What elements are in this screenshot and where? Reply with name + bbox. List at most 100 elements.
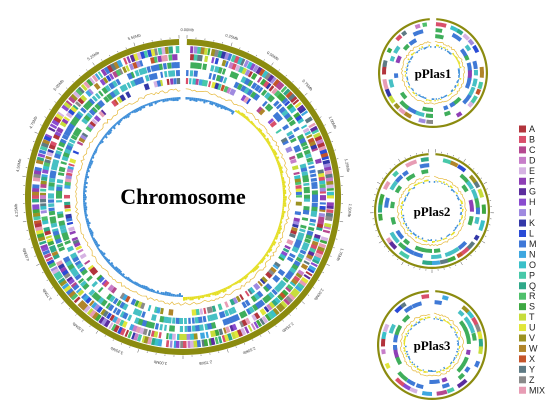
scale-tick — [455, 264, 457, 267]
gene-block — [253, 312, 261, 320]
gc-skew-bar — [406, 229, 410, 232]
gc-skew-bar — [102, 136, 106, 140]
gc-skew-bar — [423, 180, 426, 183]
gene-block — [72, 129, 81, 138]
gene-block — [252, 64, 259, 73]
gene-block — [247, 80, 254, 87]
gc-skew-bar — [422, 369, 425, 371]
gc-skew-bar — [86, 167, 90, 171]
gene-block — [204, 323, 209, 331]
gene-block — [221, 59, 227, 67]
gene-block — [265, 271, 273, 279]
gc-skew-bar — [439, 98, 442, 101]
gc-skew-bar — [83, 198, 87, 201]
gc-skew-bar — [456, 353, 459, 356]
gene-block — [412, 251, 424, 258]
gene-block — [166, 78, 170, 86]
gene-block — [311, 258, 320, 265]
gc-skew-bar — [443, 47, 446, 49]
gc-skew-bar — [92, 237, 96, 241]
gc-skew-bar — [450, 361, 453, 364]
gc-skew-bar — [127, 112, 131, 116]
gc-skew-bar — [461, 205, 463, 208]
gene-block — [394, 324, 403, 336]
gc-skew-bar — [241, 276, 245, 281]
gene-block — [83, 81, 91, 89]
gene-block — [103, 66, 111, 75]
gene-block — [217, 67, 223, 74]
gc-skew-bar — [146, 287, 150, 291]
gc-skew-bar — [407, 58, 410, 61]
gene-block — [96, 274, 103, 281]
gc-skew-bar — [281, 181, 286, 184]
gc-skew-bar — [142, 285, 146, 290]
gene-block — [137, 301, 143, 309]
gene-block — [59, 266, 67, 273]
gene-block — [241, 67, 248, 75]
gc-skew-bar — [400, 216, 403, 219]
scale-tick — [72, 81, 74, 83]
gene-block — [306, 134, 313, 139]
gc-skew-bar — [453, 55, 456, 57]
gc-skew-bar — [420, 48, 423, 50]
gc-skew-bar — [83, 206, 88, 209]
gene-block — [275, 103, 283, 110]
gene-block — [414, 245, 425, 253]
gene-block — [305, 257, 312, 262]
gc-skew-bar — [135, 282, 139, 286]
gene-block — [118, 327, 126, 336]
gene-block — [66, 172, 73, 177]
gene-block — [295, 188, 302, 192]
gene-block — [402, 43, 410, 51]
gene-block — [60, 161, 67, 165]
gc-skew-bar — [438, 370, 441, 373]
gc-skew-bar — [458, 220, 461, 223]
gene-block — [136, 309, 143, 317]
gene-block — [244, 290, 250, 297]
legend-label: E — [529, 166, 535, 176]
gc-skew-bar — [91, 155, 95, 159]
gc-skew-bar — [413, 363, 416, 366]
gene-block — [295, 201, 302, 206]
gene-block — [128, 63, 135, 71]
gc-skew-bar — [273, 152, 278, 156]
gc-skew-bar — [426, 317, 428, 319]
legend-label: U — [529, 323, 536, 333]
gc-skew-bar — [409, 361, 412, 364]
gene-block — [467, 101, 474, 108]
gene-block — [456, 363, 466, 373]
gene-block — [264, 91, 272, 100]
gene-block — [40, 205, 47, 210]
gene-block — [67, 289, 76, 298]
gene-block — [69, 230, 76, 235]
gene-block — [305, 271, 313, 277]
gene-block — [79, 266, 86, 273]
gene-block — [385, 237, 393, 244]
gene-block — [85, 89, 93, 97]
gene-block — [394, 174, 404, 184]
gene-block — [66, 245, 74, 253]
gene-block — [245, 308, 252, 315]
gene-block — [202, 315, 207, 323]
gc-skew-bar — [259, 131, 264, 135]
gene-block — [229, 298, 236, 306]
gene-block — [310, 261, 318, 268]
gene-block — [466, 62, 472, 72]
gene-block — [280, 85, 288, 93]
gene-block — [90, 268, 99, 276]
gc-skew-bar — [455, 56, 458, 60]
legend-label: D — [529, 155, 536, 165]
gene-block — [119, 94, 127, 102]
gene-block — [449, 101, 456, 108]
gene-block — [219, 75, 224, 83]
gene-block — [267, 291, 275, 300]
gene-block — [300, 110, 309, 117]
gc-skew-bar — [428, 99, 431, 102]
gc-skew-bar — [456, 334, 458, 337]
gene-block — [433, 248, 441, 253]
gene-block — [72, 114, 81, 124]
gene-block — [378, 213, 383, 221]
gene-block — [286, 116, 294, 123]
gene-block — [277, 83, 285, 91]
